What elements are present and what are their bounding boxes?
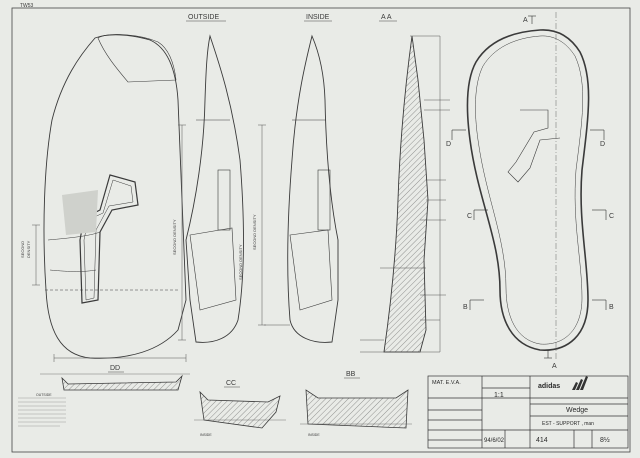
wedge-outside-profile bbox=[185, 34, 244, 343]
material-field: MAT. E.V.A. bbox=[432, 380, 461, 386]
adidas-logo-icon bbox=[572, 376, 588, 390]
section-mark-c-left: C bbox=[467, 213, 472, 220]
wedge-top-view bbox=[43, 34, 187, 359]
cc-inside-note: INSIDE bbox=[200, 433, 212, 437]
wedge-inside-profile bbox=[287, 34, 339, 343]
second-density-note-outside: SECOND DENSITY bbox=[172, 219, 177, 255]
view-title-outside: OUTSIDE bbox=[188, 14, 219, 21]
section-title-bb: BB bbox=[346, 371, 356, 378]
dd-outside-note: OUTSIDE bbox=[36, 393, 52, 397]
section-bb-view bbox=[300, 389, 412, 429]
shoe-size: 8½ bbox=[600, 436, 610, 444]
corner-tag: TW53 bbox=[20, 3, 34, 9]
sheet-border bbox=[11, 7, 631, 453]
scale-field: 1:1 bbox=[494, 392, 504, 399]
section-cc-view bbox=[194, 390, 286, 429]
bb-inside-note: INSIDE bbox=[308, 433, 320, 437]
drawing-title: Wedge bbox=[566, 407, 588, 414]
drawing-number: 414 bbox=[536, 437, 548, 444]
view-title-section-aa: A A bbox=[381, 14, 392, 21]
second-density-note-inside: SECOND DENSITY bbox=[252, 214, 257, 250]
title-block bbox=[427, 375, 629, 449]
section-title-dd: DD bbox=[110, 365, 120, 372]
section-title-cc: CC bbox=[226, 380, 236, 387]
section-dd-view bbox=[40, 373, 190, 391]
section-mark-a-top: A bbox=[523, 17, 528, 24]
section-mark-a-bottom: A bbox=[552, 363, 557, 370]
section-mark-d-right: D bbox=[600, 141, 605, 148]
brand-name: adidas bbox=[538, 383, 560, 390]
notes-block bbox=[18, 397, 66, 427]
section-aa-view bbox=[360, 35, 450, 353]
drawing-date: 94/6/02 bbox=[484, 438, 505, 444]
wedge-outline-view bbox=[466, 12, 590, 360]
second-density-note-mid: SECOND DENSITY bbox=[238, 244, 243, 280]
section-mark-c-right: C bbox=[609, 213, 614, 220]
section-mark-b-right: B bbox=[609, 304, 614, 311]
view-title-inside: INSIDE bbox=[306, 14, 330, 21]
density-note-left-2: DENSITY bbox=[26, 240, 31, 258]
section-mark-d-left: D bbox=[446, 141, 451, 148]
drawing-subtitle: EST - SUPPORT , man bbox=[542, 421, 594, 427]
section-mark-b-left: B bbox=[463, 304, 468, 311]
density-note-left-1: SECOND bbox=[20, 241, 25, 258]
